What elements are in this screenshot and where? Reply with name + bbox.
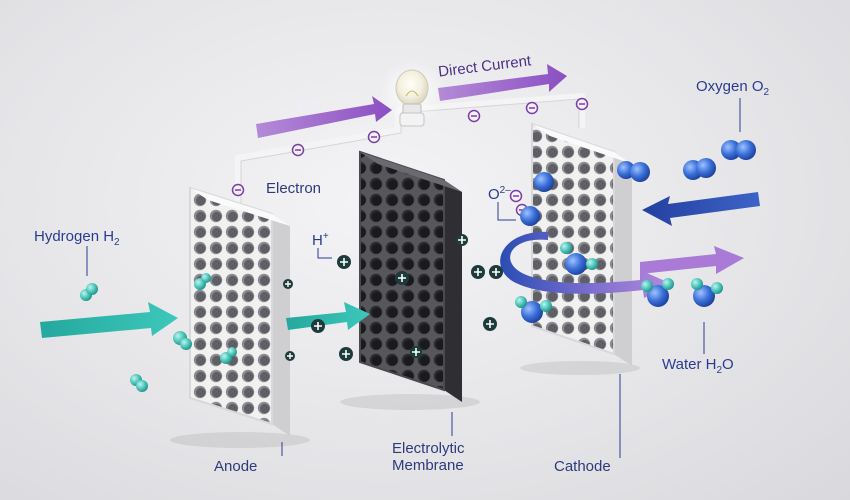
water-label: Water H2O	[662, 356, 734, 376]
oxide-ion-label: O2–	[488, 185, 511, 203]
membrane-label-line2: Membrane	[392, 457, 464, 474]
electrolytic-membrane-plate	[359, 150, 462, 402]
hydrogen-molecule-icon	[80, 283, 98, 301]
leader-lines	[86, 98, 741, 458]
proton-icon	[337, 255, 351, 269]
oxygen-molecules	[520, 140, 756, 275]
hydrogen-molecule-icon	[220, 347, 237, 364]
membrane-shadow	[340, 394, 480, 410]
hydrogen-molecules	[80, 273, 237, 392]
electron-icon	[367, 130, 381, 144]
oxygen-molecule-icon	[721, 140, 756, 160]
electron-icon	[509, 189, 523, 203]
hydrogen-molecule-icon	[173, 331, 192, 350]
water-molecule-icon	[691, 278, 723, 307]
oxygen-label: Oxygen O2	[696, 78, 770, 98]
proton-icon	[489, 265, 503, 279]
direct-current-arrow	[438, 64, 567, 101]
protons	[283, 234, 503, 361]
water-molecule-icon	[641, 278, 674, 307]
membrane-label-line1: Electrolytic	[392, 440, 465, 457]
proton-icon	[471, 265, 485, 279]
anode-shadow	[170, 432, 310, 448]
water-molecules	[515, 242, 723, 323]
proton-icon	[285, 351, 295, 361]
hydrogen-molecule-icon	[194, 273, 211, 290]
cathode-plate	[531, 122, 632, 366]
light-bulb-icon	[378, 58, 446, 127]
dc-arrow	[256, 96, 392, 138]
reaction-swirl-arrow	[500, 231, 744, 298]
proton-icon	[283, 279, 293, 289]
proton-icon	[410, 346, 422, 358]
oxygen-molecule-icon	[617, 161, 650, 182]
electron-icon	[575, 97, 589, 111]
electron-icon	[467, 109, 481, 123]
hydrogen-label: Hydrogen H2	[34, 228, 120, 248]
cathode-shadow	[520, 361, 640, 375]
water-molecule-icon	[515, 296, 552, 323]
proton-icon	[339, 347, 353, 361]
oxygen-molecule-icon	[565, 253, 587, 275]
electron-label: Electron	[266, 180, 322, 197]
oxygen-molecule-icon	[683, 158, 716, 180]
anode-label: Anode	[214, 458, 258, 475]
oxygen-molecule-icon	[534, 172, 554, 192]
water-molecule-icon	[560, 242, 598, 270]
anode-plate	[189, 186, 290, 436]
hydrogen-flow-arrow	[40, 302, 178, 338]
cathode-label: Cathode	[554, 458, 611, 475]
proton-icon	[311, 319, 325, 333]
oxygen-molecule-icon	[520, 206, 540, 226]
h-plus-label: H+	[312, 231, 329, 249]
hydrogen-molecule-icon	[130, 374, 148, 392]
oxygen-flow-arrow	[642, 192, 760, 226]
dc-label: DC	[295, 96, 320, 117]
electron-icon	[231, 183, 245, 197]
proton-flow-arrow	[286, 302, 370, 330]
proton-icon	[395, 271, 409, 285]
electron-icon	[525, 101, 539, 115]
proton-icon	[456, 234, 468, 246]
electron-icon	[291, 143, 305, 157]
membrane-label: Electrolytic Membrane	[392, 440, 465, 474]
proton-icon	[483, 317, 497, 331]
